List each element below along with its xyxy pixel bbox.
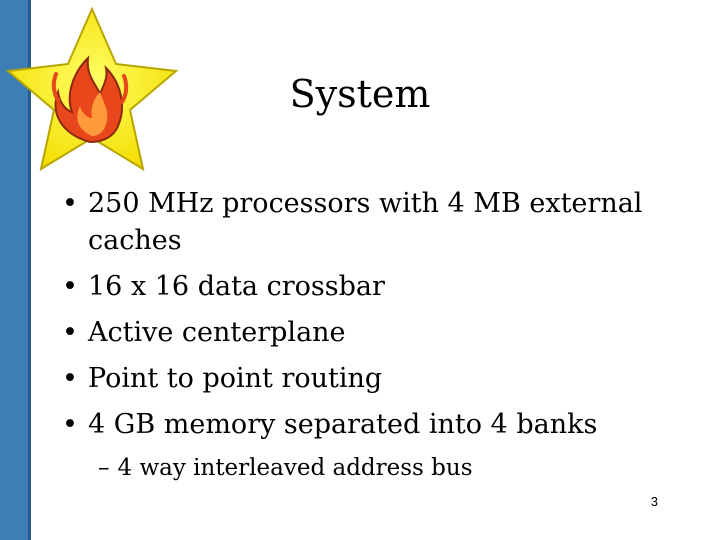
bullet-item: Point to point routing — [62, 360, 682, 397]
bullet-list: 250 MHz processors with 4 MB external ca… — [62, 185, 682, 452]
slide-title: System — [289, 72, 431, 116]
star-fire-icon — [5, 6, 179, 172]
dash-marker: – — [98, 455, 110, 481]
sub-bullet-list: –4 way interleaved address bus — [98, 452, 473, 484]
page-number: 3 — [650, 494, 658, 509]
bullet-item: 4 GB memory separated into 4 banks — [62, 406, 682, 443]
sub-bullet-item: –4 way interleaved address bus — [98, 452, 473, 484]
bullet-item: 250 MHz processors with 4 MB external ca… — [62, 185, 682, 259]
left-accent-bar — [0, 0, 31, 540]
bullet-item: 16 x 16 data crossbar — [62, 268, 682, 305]
sub-bullet-text: 4 way interleaved address bus — [117, 455, 473, 481]
bullet-item: Active centerplane — [62, 314, 682, 351]
